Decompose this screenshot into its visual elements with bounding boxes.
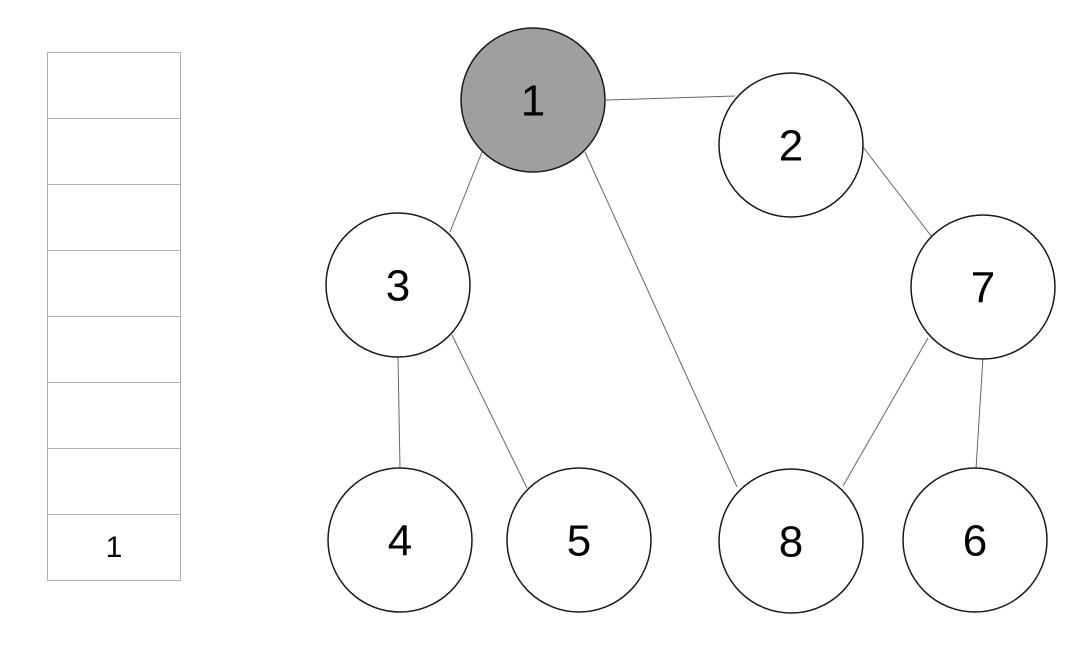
graph-node-8[interactable]: 8 [718,468,864,614]
node-label-6: 6 [963,516,987,565]
graph-node-5[interactable]: 5 [506,467,652,613]
node-circle-6 [902,467,1048,613]
node-circle-7 [910,214,1056,360]
node-label-4: 4 [388,516,412,565]
stack-cell-0 [47,52,181,119]
stack-panel: 1 [47,52,181,581]
graph-node-4[interactable]: 4 [327,467,473,613]
node-circle-5 [506,467,652,613]
graph-node-1[interactable]: 1 [460,27,606,173]
graph-node-6[interactable]: 6 [902,467,1048,613]
graph-node-3[interactable]: 3 [325,212,471,358]
node-circle-4 [327,467,473,613]
graph-edge-1-3 [449,151,483,233]
node-circle-8 [718,468,864,614]
graph-node-2[interactable]: 2 [718,72,864,218]
node-label-1: 1 [521,76,545,125]
node-circle-3 [325,212,471,358]
graph-edge-1-8 [584,151,738,488]
graph-edge-3-4 [397,356,401,469]
node-circle-1 [460,27,606,173]
stack-cell-1 [47,118,181,185]
graph-edge-7-6 [975,356,984,470]
node-label-7: 7 [971,263,995,312]
graph-node-7[interactable]: 7 [910,214,1056,360]
node-label-5: 5 [567,516,591,565]
node-label-8: 8 [779,517,803,566]
stack-cell-6 [47,448,181,515]
node-label-2: 2 [779,121,803,170]
graph-edge-7-8 [842,337,929,487]
node-label-3: 3 [386,261,410,310]
stack-cell-7: 1 [47,514,181,581]
stack-cell-5 [47,382,181,449]
graph-edge-3-5 [451,334,528,489]
graph-edge-2-7 [862,146,933,238]
stack-cell-4 [47,316,181,383]
stack-cell-3 [47,250,181,317]
graph-edge-1-2 [605,95,736,101]
node-circle-2 [718,72,864,218]
